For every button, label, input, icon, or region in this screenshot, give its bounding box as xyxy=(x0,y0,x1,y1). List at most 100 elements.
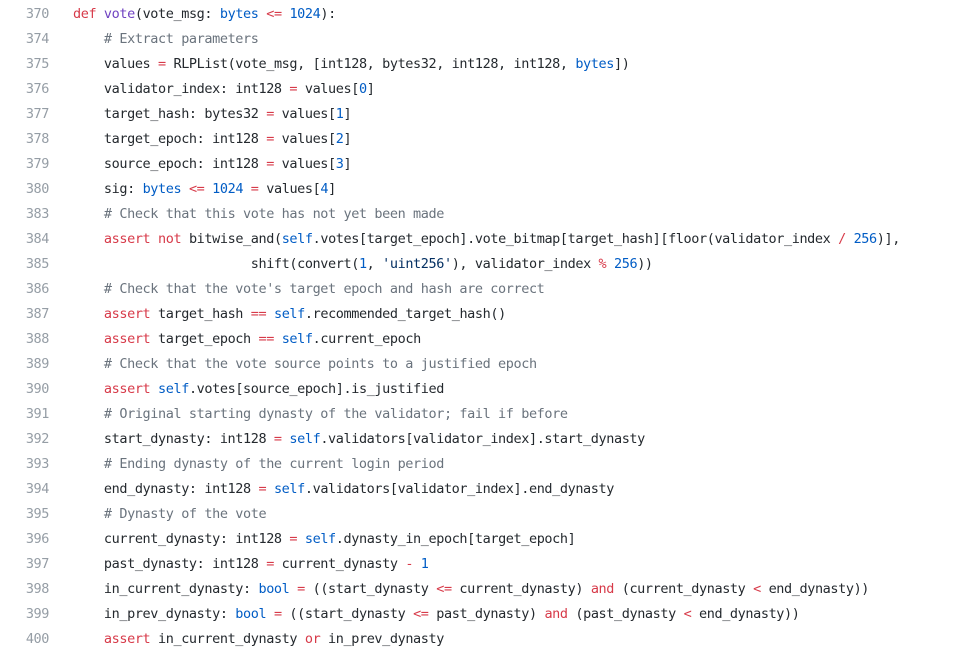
code-token: assert xyxy=(103,631,151,647)
line-number: 375 xyxy=(25,56,50,72)
line-number: 380 xyxy=(25,181,50,197)
code-token: vote xyxy=(103,6,135,22)
code-token xyxy=(181,181,189,197)
code-token: self xyxy=(289,431,321,447)
code-token: 'uint256' xyxy=(382,256,452,272)
code-token: end_dynasty: int128 xyxy=(73,481,259,497)
code-token: ] xyxy=(328,181,336,197)
line-number: 386 xyxy=(25,281,50,297)
code-token: ] xyxy=(366,81,375,97)
code-token: RLPList(vote_msg, [int128, bytes32, int1… xyxy=(165,56,576,72)
code-token: assert xyxy=(103,331,151,347)
code-token: = xyxy=(273,431,282,447)
code-token xyxy=(73,631,104,647)
code-token: .validators[validator_index].end_dynasty xyxy=(304,481,615,497)
code-token: , xyxy=(366,256,383,272)
code-token: ((start_dynasty xyxy=(304,581,437,597)
code-token: end_dynasty)) xyxy=(691,606,800,622)
code-token: in_current_dynasty: xyxy=(73,581,259,597)
code-token: .current_epoch xyxy=(312,331,422,347)
code-token: = xyxy=(266,556,274,572)
code-token: in_prev_dynasty: xyxy=(73,606,236,622)
line-number: 388 xyxy=(25,331,50,347)
code-text: target_hash: bytes32 = values[1] xyxy=(73,102,352,127)
code-token xyxy=(266,481,274,497)
code-line: 399 in_prev_dynasty: bool = ((start_dyna… xyxy=(0,602,965,627)
code-token: % xyxy=(598,256,607,272)
code-token: <= xyxy=(436,581,452,597)
code-token: ((start_dynasty xyxy=(281,606,414,622)
code-token: shift(convert( xyxy=(73,256,360,272)
code-token: 1024 xyxy=(212,181,244,197)
code-token: values xyxy=(73,56,159,72)
code-token: values[ xyxy=(258,181,321,197)
code-token: 4 xyxy=(320,181,329,197)
code-line: 400 assert in_current_dynasty or in_prev… xyxy=(0,627,965,652)
line-number: 374 xyxy=(25,31,50,47)
code-line: 384 assert not bitwise_and(self.votes[ta… xyxy=(0,227,965,252)
code-token xyxy=(73,206,104,222)
code-token: # Check that this vote has not yet been … xyxy=(103,206,444,222)
code-token: target_epoch: int128 xyxy=(73,131,267,147)
code-token xyxy=(73,31,104,47)
code-token: 1 xyxy=(335,106,344,122)
code-token xyxy=(297,531,305,547)
code-token: < xyxy=(683,606,692,622)
code-token: bool xyxy=(258,581,290,597)
code-text: assert self.votes[source_epoch].is_justi… xyxy=(73,377,444,402)
code-line: 388 assert target_epoch == self.current_… xyxy=(0,327,965,352)
code-token: # Ending dynasty of the current login pe… xyxy=(103,456,444,472)
line-number: 384 xyxy=(25,231,50,247)
line-number: 377 xyxy=(25,106,50,122)
code-line: 398 in_current_dynasty: bool = ((start_d… xyxy=(0,577,965,602)
code-line: 392 start_dynasty: int128 = self.validat… xyxy=(0,427,965,452)
code-text: # Ending dynasty of the current login pe… xyxy=(73,452,444,477)
code-token: ): xyxy=(320,6,336,22)
code-token: sig: xyxy=(73,181,143,197)
line-number: 399 xyxy=(25,606,50,622)
code-text: current_dynasty: int128 = self.dynasty_i… xyxy=(73,527,576,552)
line-number: 385 xyxy=(25,256,50,272)
code-text: in_current_dynasty: bool = ((start_dynas… xyxy=(73,577,870,602)
code-token: < xyxy=(753,581,761,597)
code-token: = xyxy=(289,531,298,547)
code-line: 376 validator_index: int128 = values[0] xyxy=(0,77,965,102)
code-line: 375 values = RLPList(vote_msg, [int128, … xyxy=(0,52,965,77)
code-line: 397 past_dynasty: int128 = current_dynas… xyxy=(0,552,965,577)
code-token: # Original starting dynasty of the valid… xyxy=(103,406,568,422)
code-text: in_prev_dynasty: bool = ((start_dynasty … xyxy=(73,602,800,627)
code-token: in_current_dynasty xyxy=(150,631,305,647)
code-token: # Check that the vote's target epoch and… xyxy=(103,281,545,297)
code-line: 386 # Check that the vote's target epoch… xyxy=(0,277,965,302)
code-token: in_prev_dynasty xyxy=(320,631,444,647)
code-token xyxy=(243,181,251,197)
code-token: 1 xyxy=(358,256,367,272)
code-token: = xyxy=(266,156,274,172)
code-text: assert target_epoch == self.current_epoc… xyxy=(73,327,421,352)
code-line: 378 target_epoch: int128 = values[2] xyxy=(0,127,965,152)
code-token: end_dynasty)) xyxy=(760,581,870,597)
code-token: assert xyxy=(103,306,151,322)
code-token: current_dynasty) xyxy=(451,581,591,597)
code-token: <= xyxy=(188,181,205,197)
code-line: 387 assert target_hash == self.recommend… xyxy=(0,302,965,327)
code-token: source_epoch: int128 xyxy=(73,156,267,172)
line-number: 383 xyxy=(25,206,50,222)
code-token xyxy=(204,181,212,197)
line-number: 387 xyxy=(25,306,50,322)
line-number: 398 xyxy=(25,581,50,597)
code-token: start_dynasty: int128 xyxy=(73,431,274,447)
code-line: 380 sig: bytes <= 1024 = values[4] xyxy=(0,177,965,202)
code-token: == xyxy=(258,331,275,347)
code-token: past_dynasty) xyxy=(428,606,545,622)
code-token: <= xyxy=(266,6,282,22)
code-token: .votes[target_epoch].vote_bitmap[target_… xyxy=(312,231,839,247)
code-token: self xyxy=(158,381,189,397)
code-token: = xyxy=(258,481,267,497)
code-token: self xyxy=(281,231,313,247)
line-number: 394 xyxy=(25,481,50,497)
code-token xyxy=(96,6,104,22)
line-number: 376 xyxy=(25,81,50,97)
code-token: and xyxy=(590,581,615,597)
